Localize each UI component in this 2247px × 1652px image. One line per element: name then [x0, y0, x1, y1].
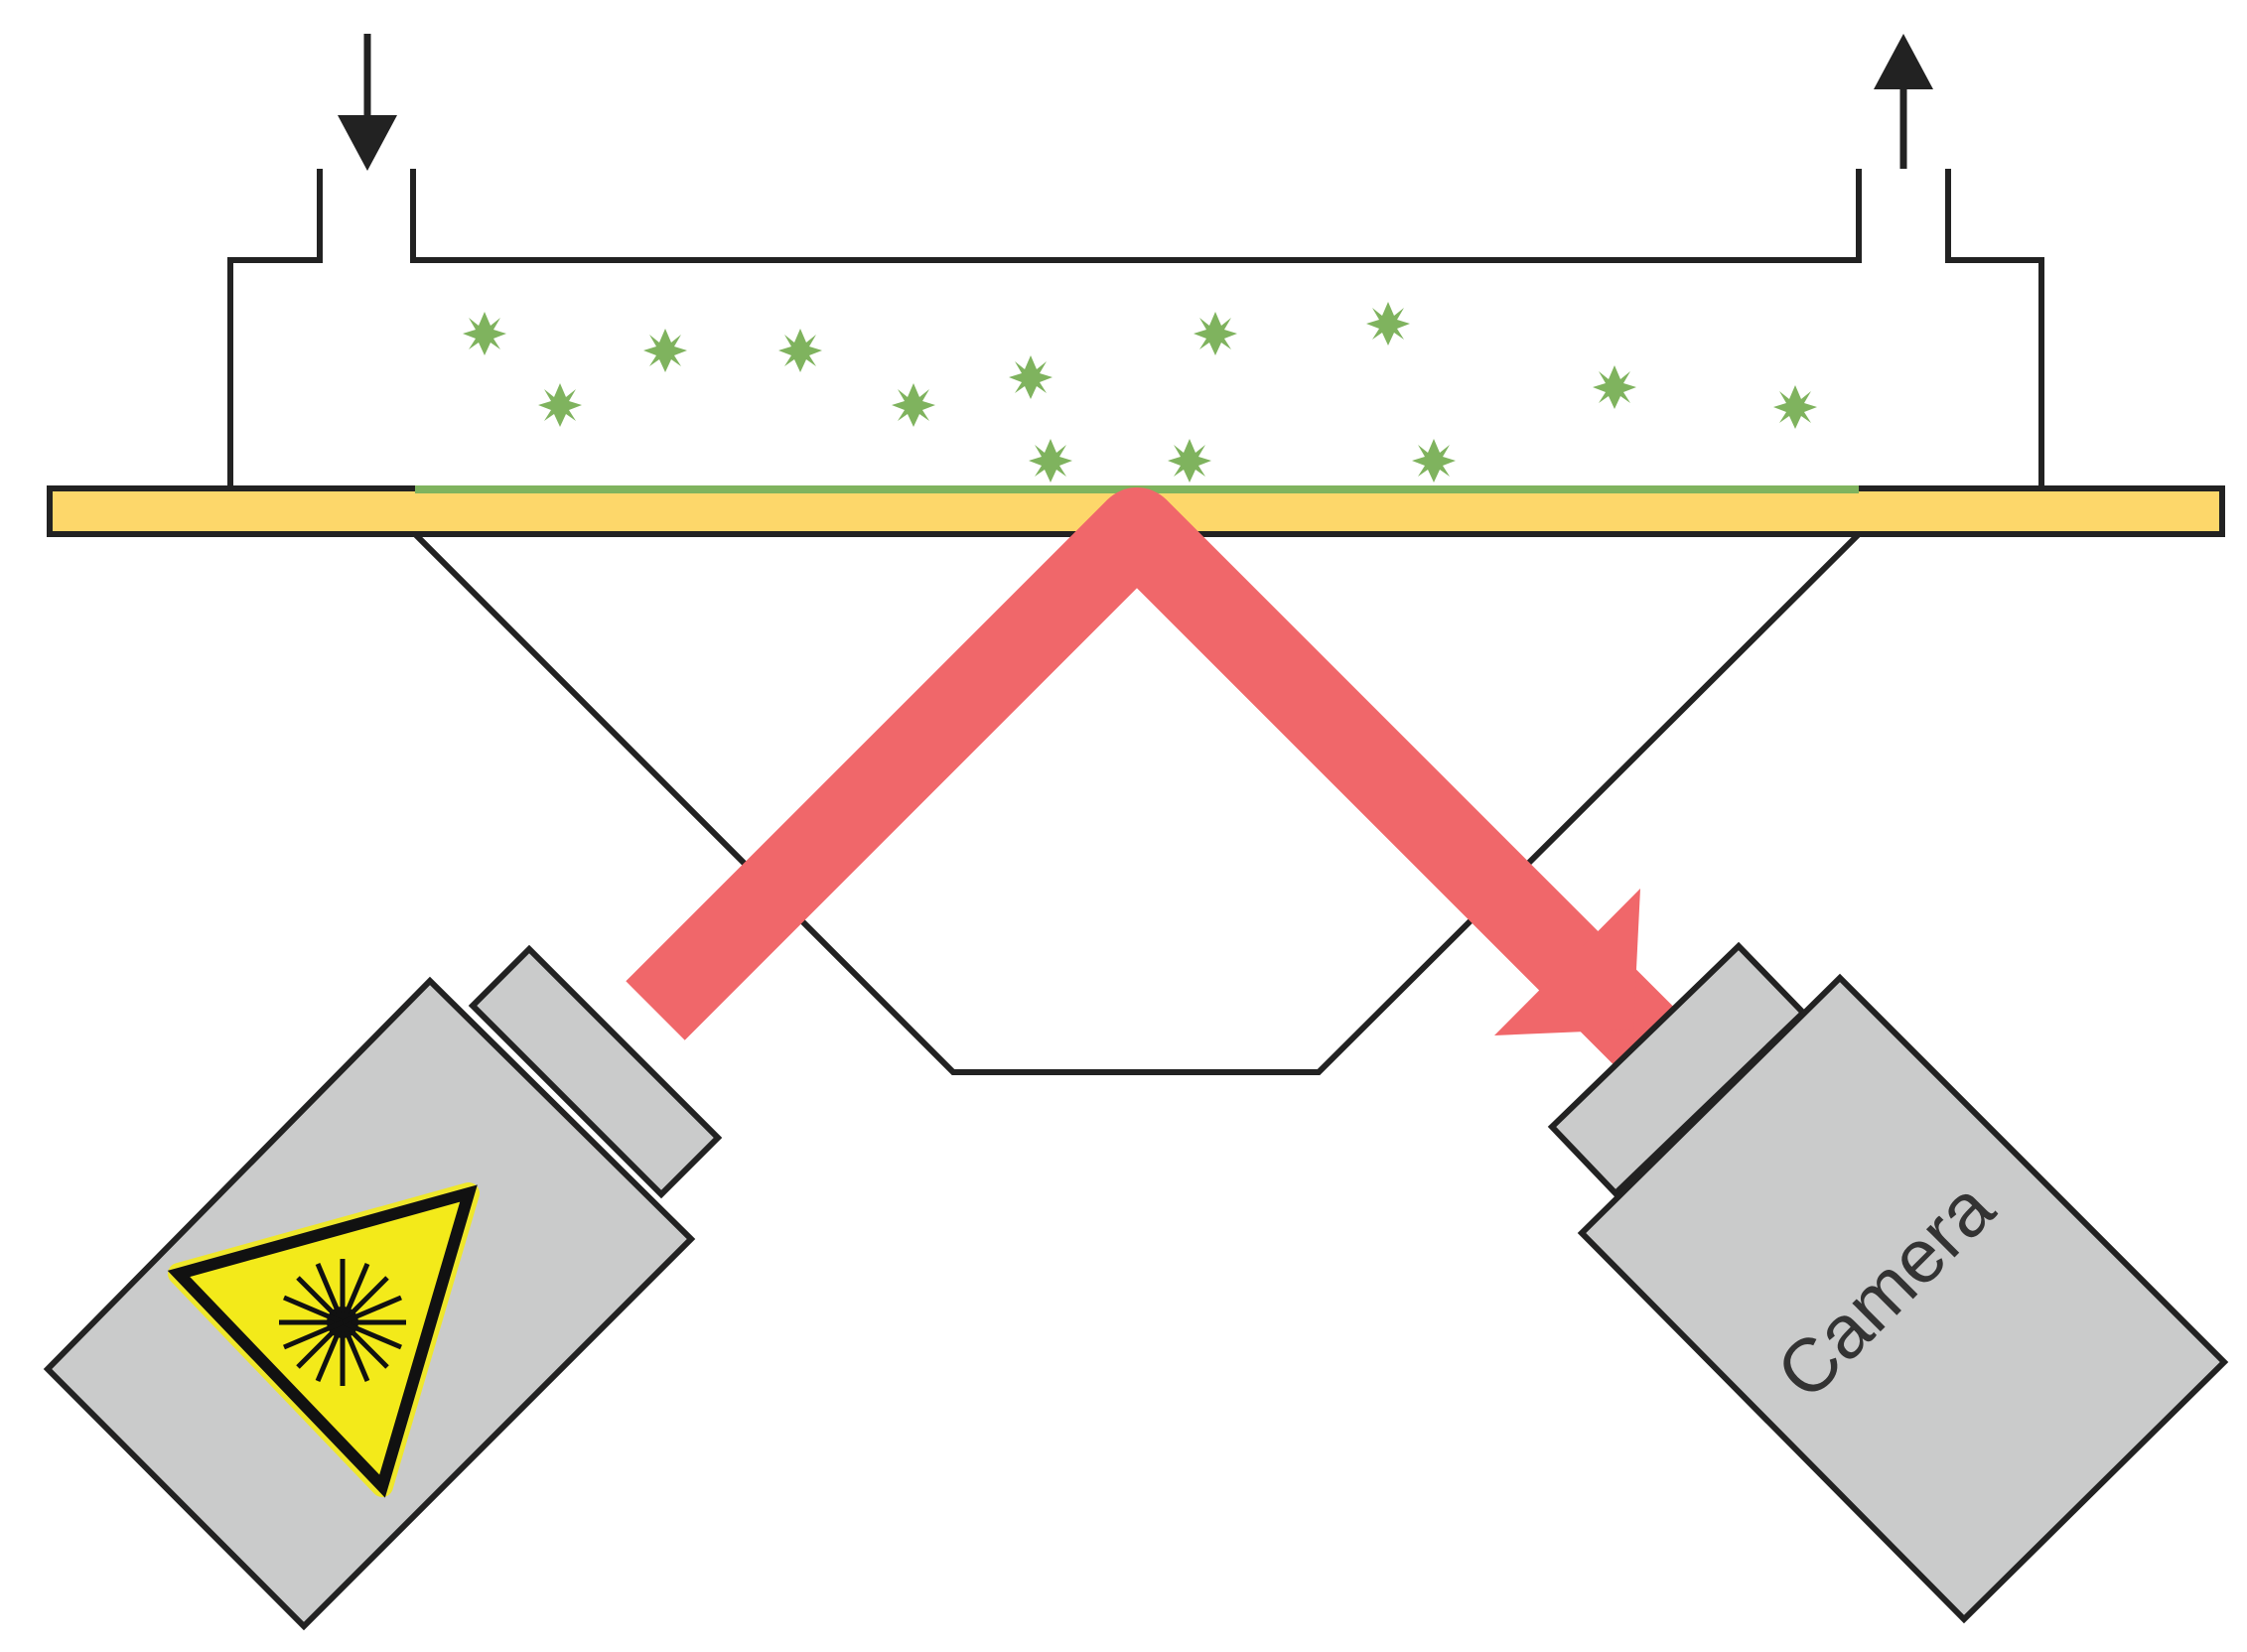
star-icon [1168, 439, 1211, 482]
star-icon [1773, 385, 1817, 429]
laser-beam [626, 487, 1686, 1078]
flow-chamber [227, 169, 323, 488]
star-icon [892, 383, 935, 427]
star-icon [1412, 439, 1456, 482]
star-icon [1593, 365, 1636, 409]
laser-warning-icon [167, 1182, 480, 1498]
laser-device [43, 944, 723, 1631]
arrow-up-icon [1874, 34, 1933, 169]
camera-device: Camera [1547, 941, 2229, 1624]
particles [463, 302, 1817, 482]
camera-body [1577, 973, 2229, 1624]
flow-chamber-top [410, 169, 1862, 263]
star-icon [1194, 312, 1237, 355]
laser-head [468, 944, 723, 1199]
star-icon [1009, 355, 1053, 399]
star-icon [538, 383, 582, 427]
star-icon [463, 312, 506, 355]
star-icon [1366, 302, 1410, 345]
star-icon [778, 329, 822, 372]
star-icon [1029, 439, 1072, 482]
star-icon [643, 329, 687, 372]
flow-chamber-right [1945, 169, 2044, 488]
arrow-down-icon [338, 34, 397, 171]
